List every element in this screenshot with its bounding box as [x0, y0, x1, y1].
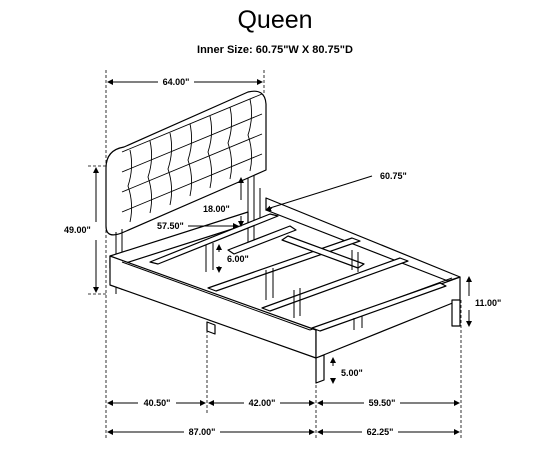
headboard-tufting	[121, 93, 263, 223]
dim-leg-span-2: 42.00"	[249, 398, 276, 408]
dim-side-height: 11.00"	[475, 298, 501, 308]
leg-front-mid	[315, 354, 325, 384]
extension-lines	[88, 70, 462, 440]
headboard	[105, 90, 267, 236]
dim-inner-width: 60.75"	[380, 171, 407, 181]
dim-leg-height: 5.00"	[341, 368, 363, 378]
dim-headboard-width: 64.00"	[163, 77, 190, 87]
dim-total-length: 87.00"	[189, 427, 216, 437]
leg-front-left	[206, 321, 216, 335]
dim-leg-span-1: 40.50"	[144, 398, 171, 408]
front-rail	[109, 255, 317, 359]
dim-total-width: 62.25"	[367, 427, 394, 437]
dim-footboard-depth: 59.50"	[369, 398, 396, 408]
dim-headboard-height: 18.00"	[203, 204, 230, 214]
dimension-labels: 64.00" 60.75" 49.00" 18.00" 57.50" 6.00"…	[64, 77, 501, 437]
dim-headboard-to-rail: 57.50"	[157, 221, 184, 231]
dimension-lines	[93, 79, 472, 435]
bed-frame	[105, 90, 461, 384]
dim-total-height: 49.00"	[64, 225, 91, 235]
slats	[149, 213, 447, 332]
inner-size-subtitle: Inner Size: 60.75"W X 80.75"D	[197, 44, 353, 56]
page-title: Queen	[237, 6, 313, 34]
dim-slat-height: 6.00"	[227, 254, 249, 264]
leg-front-right	[451, 299, 461, 327]
